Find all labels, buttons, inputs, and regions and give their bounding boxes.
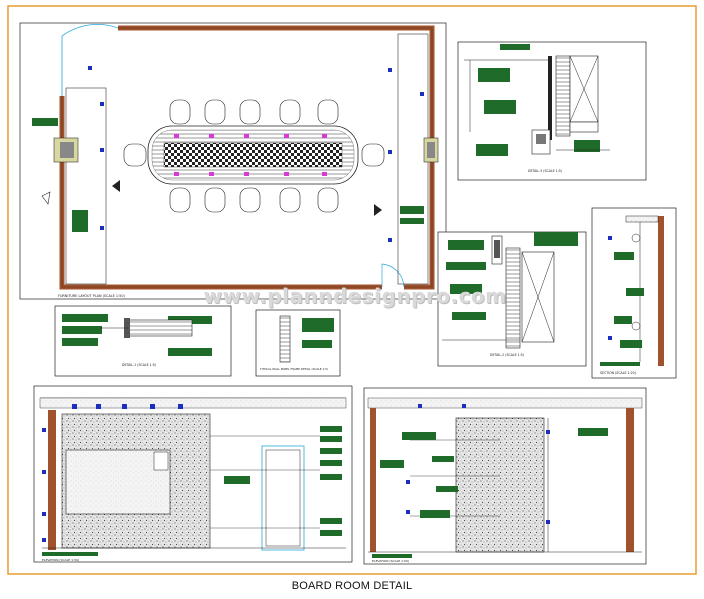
plan-door-swing (61, 24, 119, 96)
chair-accents (174, 134, 327, 176)
elevation-b-view: ELEVATION (SCALE 1:50) (363, 387, 647, 565)
elevation-a-notes (224, 426, 342, 536)
section-a-view: SECTION (SCALE 1:20) (591, 207, 677, 379)
plan-tags (88, 66, 424, 242)
plan-notes (32, 118, 424, 232)
elevation-a-title: ELEVATION (SCALE 1:50) (42, 558, 79, 562)
wall-panel-detail-view: TYPICAL WALL PANEL FRAME DETAIL (SCALE 1… (255, 309, 341, 377)
plan-title: FURNITURE LAYOUT PLAN (SCALE 1:50) (58, 294, 125, 298)
elevation-b-wall-right (626, 408, 634, 552)
elevation-a-tags (42, 404, 183, 542)
floor-plan-view: FURNITURE LAYOUT PLAN (SCALE 1:50) (19, 22, 447, 300)
sheet-border (7, 5, 697, 575)
table-inlay (163, 142, 343, 168)
chairs-bottom (169, 187, 339, 213)
detail-3-view: DETAIL-3 (SCALE 1:5) (457, 41, 647, 181)
elevation-a-screen (65, 449, 171, 515)
elevation-b-notes (380, 428, 608, 518)
elevation-b-stone-panel (455, 417, 545, 553)
watermark: www.planndesignpro.com (203, 284, 507, 308)
section-marker-left (112, 180, 120, 192)
detail-1-view: DETAIL-1 (SCALE 1:5) (54, 305, 232, 377)
sheet-caption: BOARD ROOM DETAIL (291, 580, 413, 592)
section-a-wall (658, 216, 664, 366)
section-a-title: SECTION (SCALE 1:20) (600, 371, 636, 375)
chairs-top (169, 99, 339, 125)
elevation-b-title: ELEVATION (SCALE 1:50) (372, 559, 409, 563)
section-marker-right (374, 204, 382, 216)
detail-1-title: DETAIL-1 (SCALE 1:5) (122, 363, 156, 367)
detail-2-title: DETAIL-2 (SCALE 1:5) (490, 353, 524, 357)
detail-3-title: DETAIL-3 (SCALE 1:5) (528, 169, 562, 173)
elevation-a-wall (48, 410, 56, 550)
wall-panel-detail-title: TYPICAL WALL PANEL FRAME DETAIL (SCALE 1… (259, 367, 328, 371)
elevation-b-tags (406, 404, 550, 524)
detail-2-view: DETAIL-2 (SCALE 1:5) (437, 231, 587, 367)
elevation-b-wall-left (370, 408, 376, 552)
elevation-a-view: ELEVATION (SCALE 1:50) (33, 385, 353, 563)
